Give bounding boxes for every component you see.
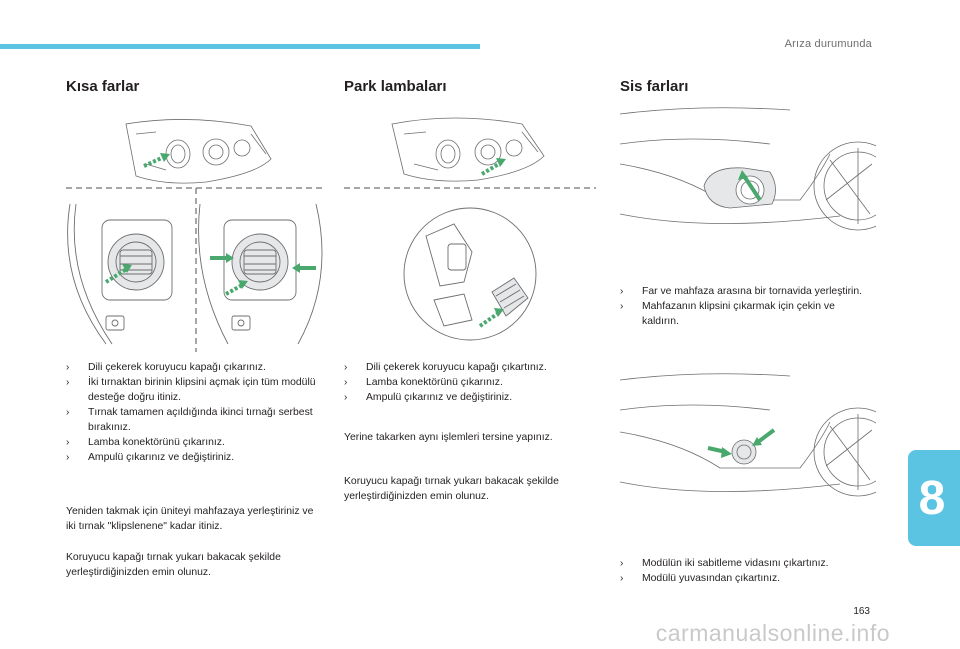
list-item: ›Tırnak tamamen açıldığında ikinci tırna…: [66, 407, 313, 433]
list-item: ›Dili çekerek koruyucu kapağı çıkartınız…: [344, 362, 547, 373]
chapter-tab: 8: [908, 450, 960, 546]
list-item: ›Ampulü çıkarınız ve değiştiriniz.: [344, 392, 513, 403]
bullet-icon: ›: [66, 407, 70, 418]
list-item: ›Modülün iki sabitleme vidasını çıkartın…: [620, 558, 829, 569]
bullet-icon: ›: [66, 362, 70, 373]
heading-parking: Park lambaları: [344, 78, 447, 95]
chapter-number: 8: [918, 471, 946, 525]
list-item: ›Modülü yuvasından çıkartınız.: [620, 573, 781, 584]
low-beam-headlamp-figure: [66, 104, 326, 354]
bullet-icon: ›: [344, 377, 348, 388]
bullet-icon: ›: [344, 392, 348, 403]
chapter-title: Arıza durumunda: [784, 38, 872, 50]
list-item: ›Lamba konektörünü çıkarınız.: [66, 437, 225, 448]
low-beam-note-refit: Yeniden takmak için üniteyi mahfazaya ye…: [66, 506, 314, 532]
watermark-text: carmanualsonline.info: [655, 620, 890, 646]
bullet-icon: ›: [66, 377, 70, 388]
bullet-icon: ›: [620, 558, 624, 569]
heading-fog: Sis farları: [620, 78, 689, 95]
parking-note-refit: Yerine takarken aynı işlemleri tersine y…: [344, 432, 553, 443]
bullet-icon: ›: [66, 437, 70, 448]
bullet-icon: ›: [620, 286, 624, 297]
page-number: 163: [853, 606, 870, 617]
list-item: ›Dili çekerek koruyucu kapağı çıkarınız.: [66, 362, 266, 373]
fog-steps-a: ›Far ve mahfaza arasına bir tornavida ye…: [620, 284, 872, 329]
list-item: ›İki tırnaktan birinin klipsini açmak iç…: [66, 377, 316, 403]
header-accent-bar: [0, 44, 480, 49]
list-item: ›Mahfazanın klipsini çıkarmak için çekin…: [620, 301, 835, 327]
bullet-icon: ›: [620, 301, 624, 312]
bullet-icon: ›: [620, 573, 624, 584]
fog-steps-b: ›Modülün iki sabitleme vidasını çıkartın…: [620, 556, 872, 586]
fog-lamp-figure-top: [620, 104, 876, 264]
heading-low-beam: Kısa farlar: [66, 78, 140, 95]
bullet-icon: ›: [66, 452, 70, 463]
parking-lamp-figure: [344, 104, 600, 350]
list-item: ›Far ve mahfaza arasına bir tornavida ye…: [620, 286, 863, 297]
list-item: ›Lamba konektörünü çıkarınız.: [344, 377, 503, 388]
list-item: ›Ampulü çıkarınız ve değiştiriniz.: [66, 452, 235, 463]
low-beam-note-cover: Koruyucu kapağı tırnak yukarı bakacak şe…: [66, 552, 281, 578]
low-beam-steps: ›Dili çekerek koruyucu kapağı çıkarınız.…: [66, 360, 326, 465]
bullet-icon: ›: [344, 362, 348, 373]
fog-lamp-figure-bottom: [620, 370, 876, 530]
parking-note-cover: Koruyucu kapağı tırnak yukarı bakacak şe…: [344, 476, 559, 502]
parking-steps: ›Dili çekerek koruyucu kapağı çıkartınız…: [344, 360, 600, 405]
